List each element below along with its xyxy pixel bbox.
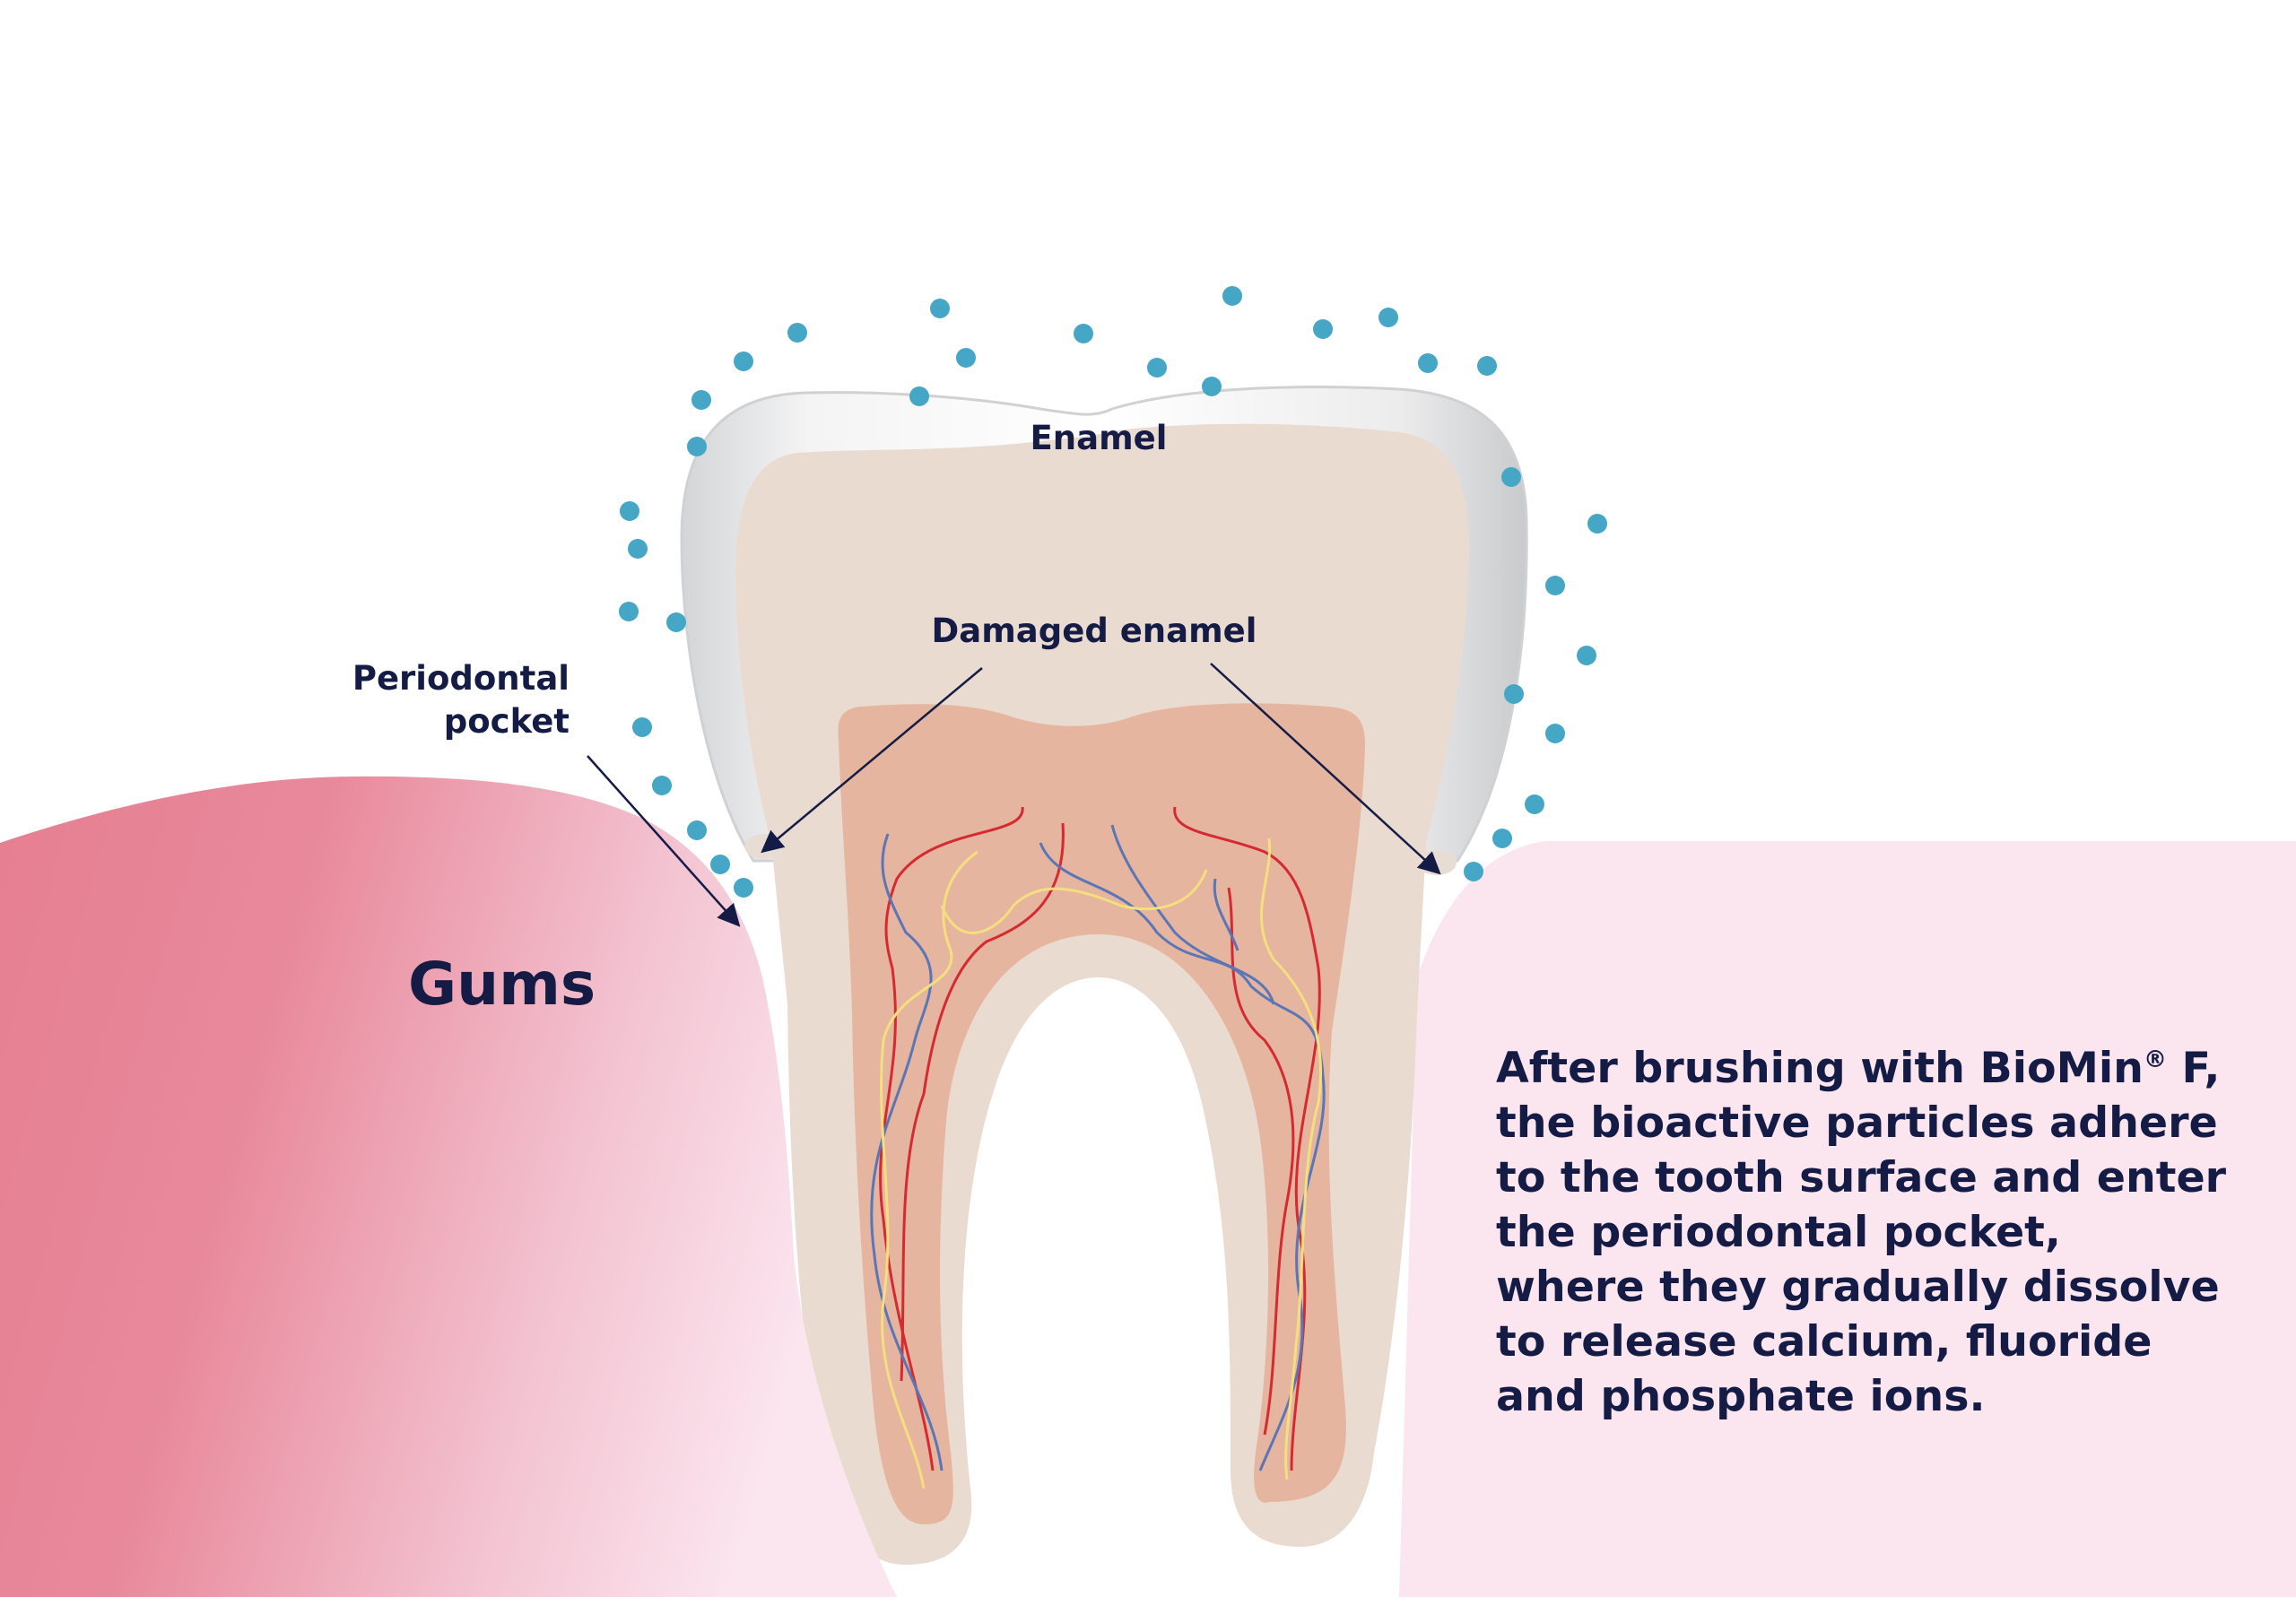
particle bbox=[1525, 794, 1544, 814]
label-periodontal-line2: pocket bbox=[443, 702, 570, 741]
nerves-vessels bbox=[870, 806, 1326, 1489]
pulp bbox=[838, 703, 1365, 1524]
dentin bbox=[735, 423, 1470, 1566]
particle bbox=[734, 878, 753, 898]
particle bbox=[1147, 358, 1167, 378]
bioactive-particles bbox=[619, 286, 1607, 898]
particle bbox=[687, 820, 707, 840]
particle bbox=[666, 612, 686, 632]
vessel-red-4 bbox=[1227, 887, 1295, 1436]
caption-line-1-end: F, bbox=[2167, 1043, 2221, 1093]
particle bbox=[734, 352, 753, 371]
arrow-damaged-right bbox=[1210, 663, 1441, 875]
particle bbox=[787, 323, 807, 343]
particle bbox=[1418, 353, 1438, 373]
vessel-blue-1 bbox=[870, 833, 944, 1471]
vessel-red-1 bbox=[879, 806, 1024, 1471]
particle bbox=[1504, 684, 1524, 704]
particle bbox=[956, 348, 976, 368]
caption-line-3: to the tooth surface and enter bbox=[1496, 1152, 2227, 1202]
vessel-yellow-1 bbox=[880, 850, 978, 1489]
particle bbox=[909, 386, 929, 406]
caption-line-1: After brushing with BioMin® F, bbox=[1496, 1033, 2249, 1096]
arrows bbox=[587, 663, 1441, 927]
particle bbox=[1313, 319, 1333, 339]
particle bbox=[1545, 724, 1565, 743]
vessel-red-2 bbox=[900, 822, 1065, 1382]
registered-mark: ® bbox=[2144, 1046, 2167, 1073]
caption-line-5: where they gradually dissolve bbox=[1496, 1262, 2220, 1312]
gum-left bbox=[0, 776, 897, 1597]
label-periodontal-line1: Periodontal bbox=[352, 659, 570, 698]
caption-line-7: and phosphate ions. bbox=[1496, 1371, 1986, 1421]
arrow-damaged-left bbox=[761, 667, 983, 854]
caption-line-2: the bioactive particles adhere bbox=[1496, 1098, 2218, 1148]
vessel-yellow-3 bbox=[1260, 838, 1322, 1480]
particle bbox=[1587, 514, 1607, 534]
particle bbox=[1202, 377, 1222, 396]
caption-text: After brushing with BioMin® F, the bioac… bbox=[1496, 1033, 2249, 1424]
label-periodontal-pocket: Periodontal pocket bbox=[296, 657, 570, 743]
particle bbox=[632, 717, 652, 737]
particle bbox=[930, 299, 950, 318]
particle bbox=[652, 776, 672, 795]
tooth bbox=[680, 386, 1528, 1566]
particle bbox=[1464, 862, 1483, 881]
vessel-yellow-2 bbox=[940, 869, 1208, 934]
particle bbox=[1577, 646, 1596, 665]
gum-right bbox=[1399, 841, 2296, 1597]
particle bbox=[1477, 356, 1497, 376]
caption-line-1-start: After brushing with BioMin bbox=[1496, 1043, 2144, 1093]
particle bbox=[1222, 286, 1242, 306]
particle bbox=[619, 602, 639, 621]
particle bbox=[1545, 576, 1565, 595]
label-gums: Gums bbox=[408, 950, 596, 1019]
caption-line-6: to release calcium, fluoride bbox=[1496, 1316, 2152, 1367]
particle bbox=[1378, 308, 1398, 327]
particle bbox=[628, 539, 648, 559]
particle bbox=[691, 390, 711, 410]
vessel-blue-4 bbox=[1213, 878, 1239, 951]
particle bbox=[687, 437, 707, 456]
caption-line-4: the periodontal pocket, bbox=[1496, 1207, 2061, 1257]
vessel-blue-2 bbox=[1039, 842, 1326, 1471]
label-enamel: Enamel bbox=[1030, 419, 1168, 457]
particle bbox=[1074, 324, 1093, 343]
particle bbox=[620, 501, 639, 521]
particle bbox=[1501, 467, 1521, 487]
particle bbox=[1492, 829, 1512, 848]
label-damaged-enamel: Damaged enamel bbox=[931, 612, 1257, 650]
arrow-periodontal-pocket bbox=[587, 755, 741, 927]
vessel-blue-3 bbox=[1110, 824, 1275, 1005]
particle bbox=[710, 855, 730, 874]
